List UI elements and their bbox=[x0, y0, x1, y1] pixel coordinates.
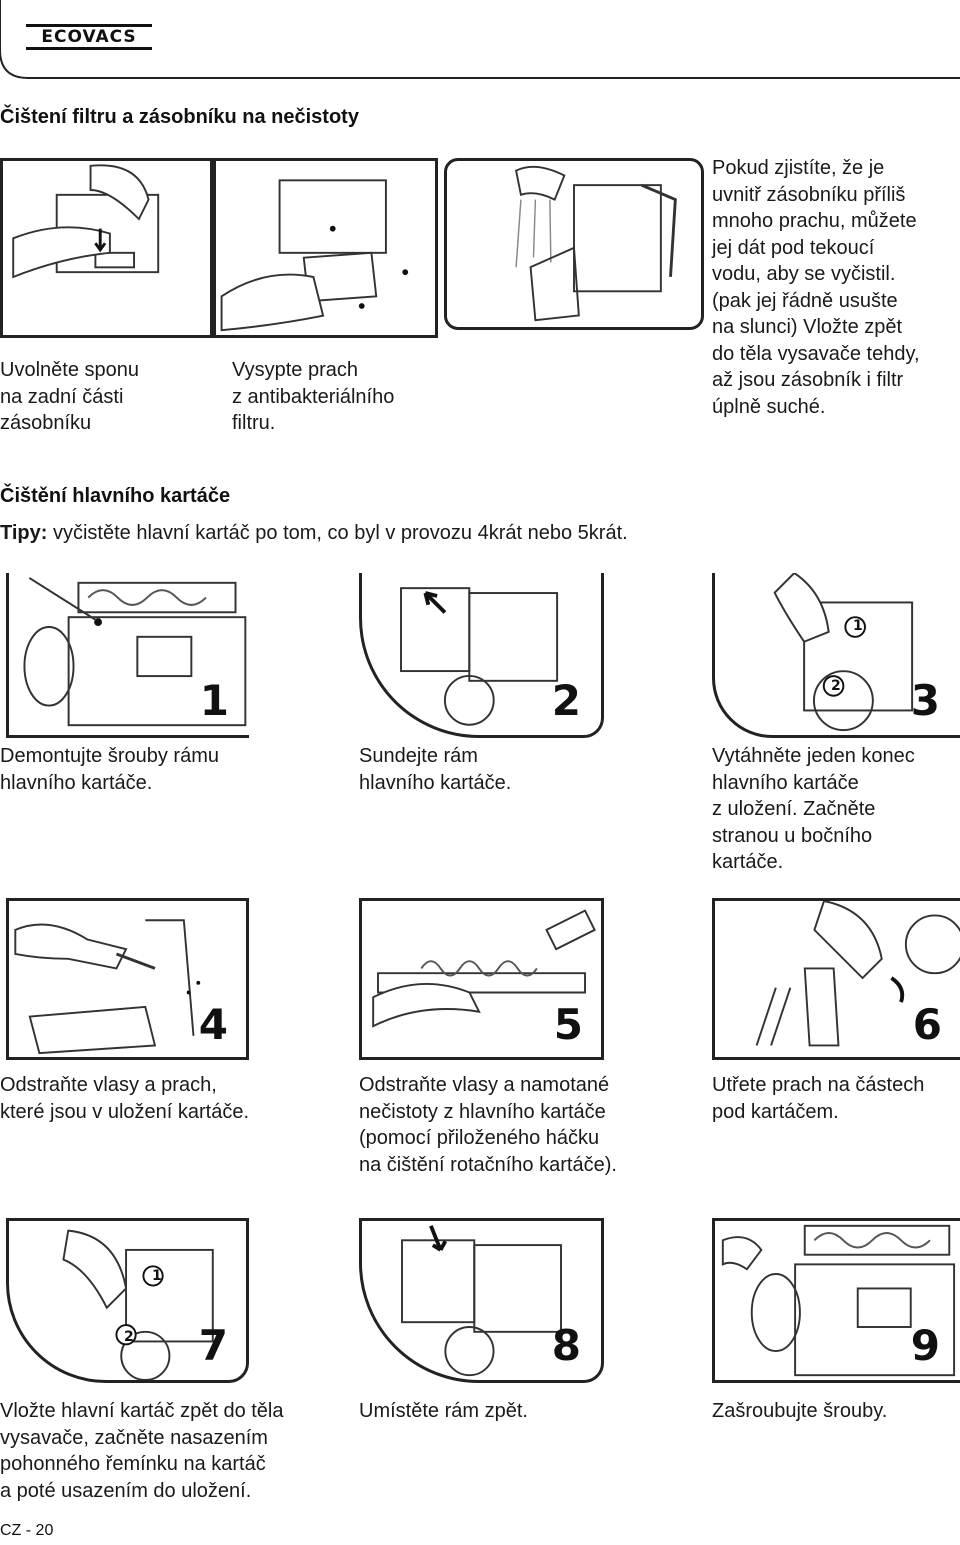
step-7-number: 7 bbox=[198, 1321, 228, 1370]
illustration-step-2: 2 bbox=[359, 573, 604, 738]
step-9-number: 9 bbox=[910, 1321, 940, 1370]
illustration-wash-bin bbox=[444, 158, 704, 330]
page-number: CZ - 20 bbox=[0, 1522, 54, 1539]
illustration-step-9: 9 bbox=[712, 1218, 960, 1383]
caption-step-8: Umístěte rám zpět. bbox=[359, 1400, 528, 1422]
step-5-drawing bbox=[372, 909, 596, 1028]
header-frame bbox=[0, 0, 960, 79]
step-7-drawing bbox=[62, 1229, 214, 1380]
tips-label: Tipy: bbox=[0, 522, 48, 544]
illustration-step-6: 6 bbox=[712, 898, 960, 1060]
step-1-drawing bbox=[23, 577, 247, 727]
step-9-drawing bbox=[721, 1224, 956, 1377]
tips-line: Tipy: vyčistěte hlavní kartáč po tom, co… bbox=[0, 522, 628, 545]
step-8-number: 8 bbox=[551, 1321, 581, 1370]
illustration-step-3: 1 2 3 bbox=[712, 573, 960, 738]
release-clip-drawing bbox=[12, 164, 160, 279]
step-3-sub-label-2: 2 bbox=[831, 678, 841, 694]
illustration-step-5: 5 bbox=[359, 898, 604, 1060]
step-4-drawing bbox=[14, 919, 201, 1055]
illustration-step-1: 1 bbox=[6, 573, 249, 738]
step-3-sub-label-1: 1 bbox=[853, 618, 863, 634]
step-5-number: 5 bbox=[553, 1000, 583, 1049]
illustration-empty-filter bbox=[213, 158, 438, 338]
step-3-drawing bbox=[773, 573, 914, 732]
illustration-step-7: 1 2 7 bbox=[6, 1218, 249, 1383]
caption-step-9: Zašroubujte šrouby. bbox=[712, 1400, 888, 1422]
step-3-number: 3 bbox=[910, 676, 940, 725]
step-2-number: 2 bbox=[551, 676, 581, 725]
caption-step-4: Odstraňte vlasy a prach,které jsou v ulo… bbox=[0, 1074, 250, 1123]
step-7-sub-label-2: 2 bbox=[124, 1329, 134, 1345]
illustration-release-clip bbox=[0, 158, 213, 338]
step-1-number: 1 bbox=[199, 676, 229, 725]
step-8-drawing bbox=[401, 1225, 562, 1377]
step-7-sub-label-1: 1 bbox=[152, 1268, 162, 1284]
wash-bin-drawing bbox=[515, 165, 677, 322]
section-title-main-brush: Čištění hlavního kartáče bbox=[0, 485, 231, 507]
section-title-filter: Čištení filtru a zásobníku na nečistoty bbox=[0, 106, 359, 128]
step-6-number: 6 bbox=[912, 1000, 942, 1049]
empty-filter-drawing bbox=[220, 179, 409, 332]
illustration-step-4: 4 bbox=[6, 898, 249, 1060]
illustration-step-8: 8 bbox=[359, 1218, 604, 1383]
step-6-drawing bbox=[755, 901, 960, 1047]
ecovacs-logo: ECOVACS bbox=[26, 24, 152, 50]
step-4-number: 4 bbox=[198, 1000, 228, 1049]
step-2-drawing bbox=[400, 587, 559, 726]
tips-text: vyčistěte hlavní kartáč po tom, co byl v… bbox=[47, 522, 628, 544]
